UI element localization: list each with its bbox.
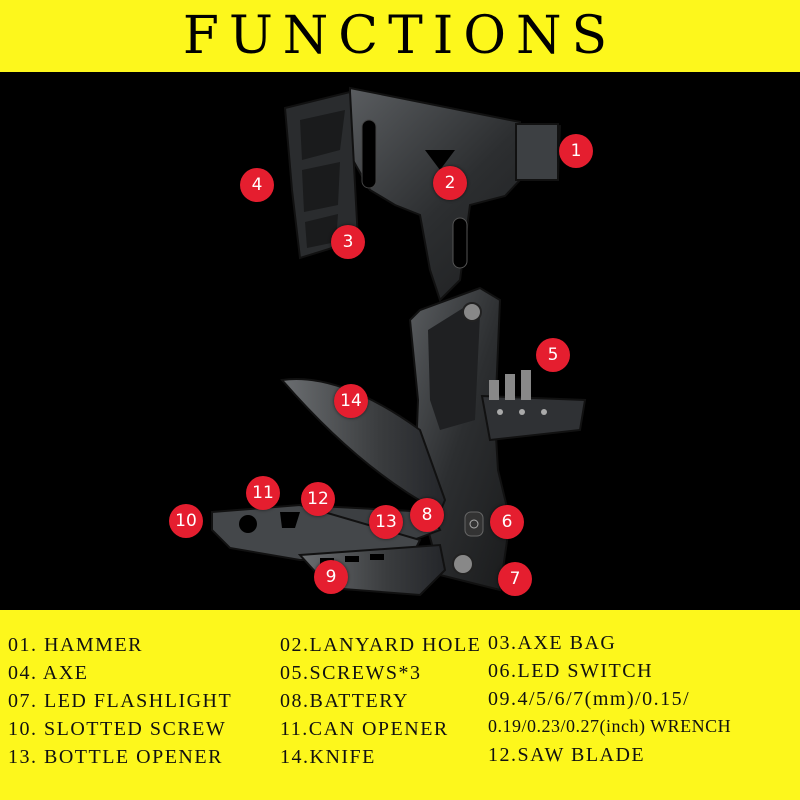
callout-badge-14: 14 (334, 384, 368, 418)
legend-item: 01. HAMMER (8, 634, 144, 656)
callout-badge-11: 11 (246, 476, 280, 510)
callout-badge-13: 13 (369, 505, 403, 539)
callout-badge-8: 8 (410, 498, 444, 532)
legend-item: 08.BATTERY (280, 690, 409, 712)
function-legend: 01. HAMMER 04. AXE 07. LED FLASHLIGHT 10… (0, 610, 800, 800)
legend-item: 03.AXE BAG (488, 632, 617, 654)
legend-item: 05.SCREWS*3 (280, 662, 422, 684)
callout-badge-10: 10 (169, 504, 203, 538)
legend-item: 06.LED SWITCH (488, 660, 654, 682)
callout-badge-5: 5 (536, 338, 570, 372)
callout-badge-4: 4 (240, 168, 274, 202)
legend-item: 0.19/0.23/0.27(inch) WRENCH (488, 716, 732, 736)
callout-badge-1: 1 (559, 134, 593, 168)
callout-badge-6: 6 (490, 505, 524, 539)
legend-item: 02.LANYARD HOLE (280, 634, 482, 656)
multitool-illustration (211, 86, 587, 597)
legend-item: 11.CAN OPENER (280, 718, 449, 740)
legend-item: 10. SLOTTED SCREW (8, 718, 227, 740)
callout-badge-7: 7 (498, 562, 532, 596)
bit-holder (480, 394, 587, 442)
legend-item: 12.SAW BLADE (488, 744, 646, 766)
legend-item: 07. LED FLASHLIGHT (8, 690, 233, 712)
page-title: FUNCTIONS (182, 6, 618, 66)
legend-item: 04. AXE (8, 662, 89, 684)
callout-badge-12: 12 (301, 482, 335, 516)
pivot-screw-top (462, 302, 482, 322)
callout-badge-9: 9 (314, 560, 348, 594)
hammer-face (515, 123, 559, 181)
title-banner: FUNCTIONS (0, 0, 800, 72)
legend-item: 14.KNIFE (280, 746, 376, 768)
callout-badge-2: 2 (433, 166, 467, 200)
legend-item: 09.4/5/6/7(mm)/0.15/ (488, 688, 691, 710)
pivot-screw-bottom (452, 553, 474, 575)
legend-item: 13. BOTTLE OPENER (8, 746, 223, 768)
callout-badge-3: 3 (331, 225, 365, 259)
tool-illustration-area: 1 2 3 4 5 6 7 8 9 10 11 12 13 14 (0, 72, 800, 610)
